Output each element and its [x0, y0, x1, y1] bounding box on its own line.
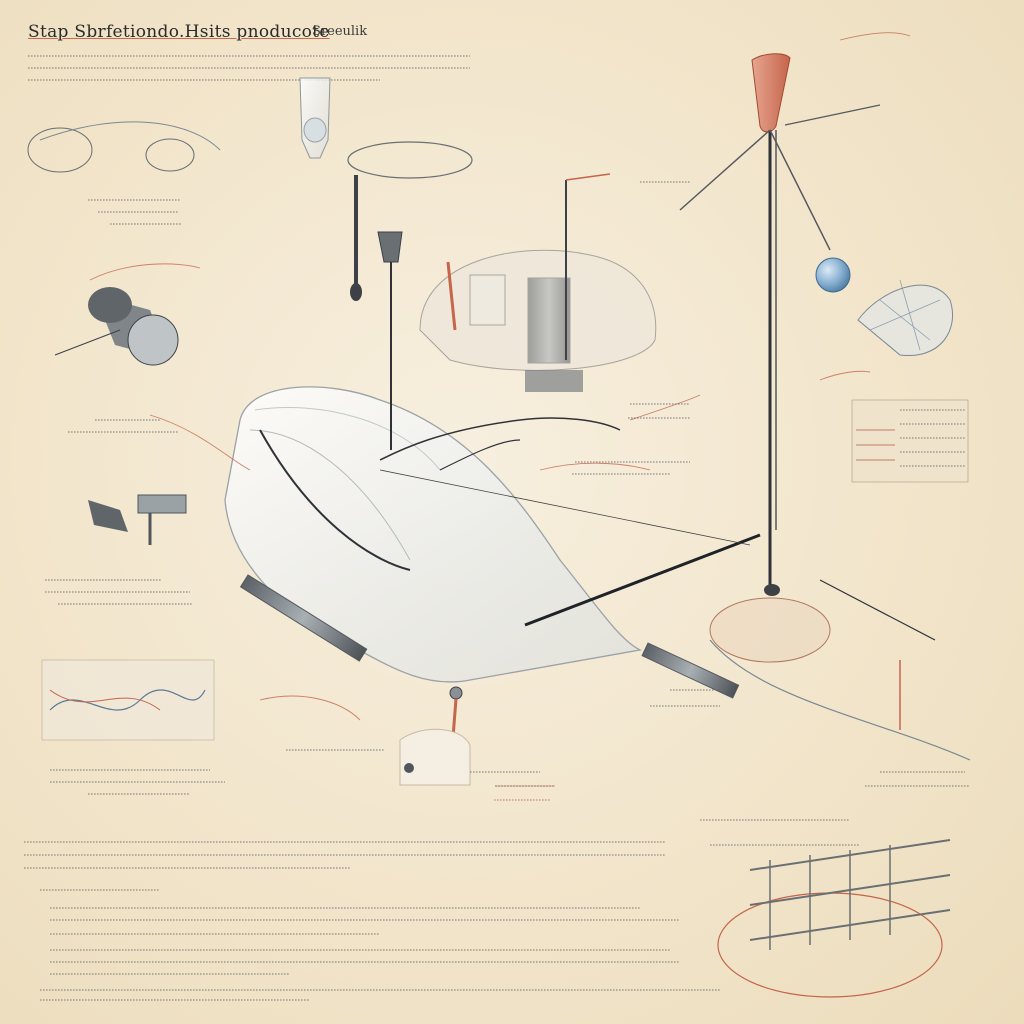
- graph-sketch: [41, 659, 215, 741]
- rack-sketch: [717, 839, 951, 998]
- clamp-component: [88, 494, 187, 545]
- lens-sketch: [27, 121, 221, 173]
- tripod-stand: [679, 53, 881, 596]
- annotation-leaders: [89, 32, 911, 721]
- intro-text-block: [28, 55, 470, 81]
- diagram-title: Stap Sbrfetiondo.Hsits pnoducote: [28, 22, 330, 42]
- caption-blocks: [45, 181, 970, 846]
- central-apparatus: [419, 173, 657, 392]
- bottom-probe: [399, 686, 471, 786]
- glass-dome: [224, 386, 643, 683]
- cylinder-component: [54, 287, 179, 366]
- collecting-basin: [709, 579, 971, 761]
- left-probe: [299, 77, 473, 450]
- mesh-sketch: [857, 279, 954, 357]
- diagram-title-suffix: Sreeulik: [312, 24, 368, 39]
- right-table: [851, 399, 969, 483]
- rail-assembly: [239, 417, 761, 699]
- footnote-text: [24, 841, 720, 1001]
